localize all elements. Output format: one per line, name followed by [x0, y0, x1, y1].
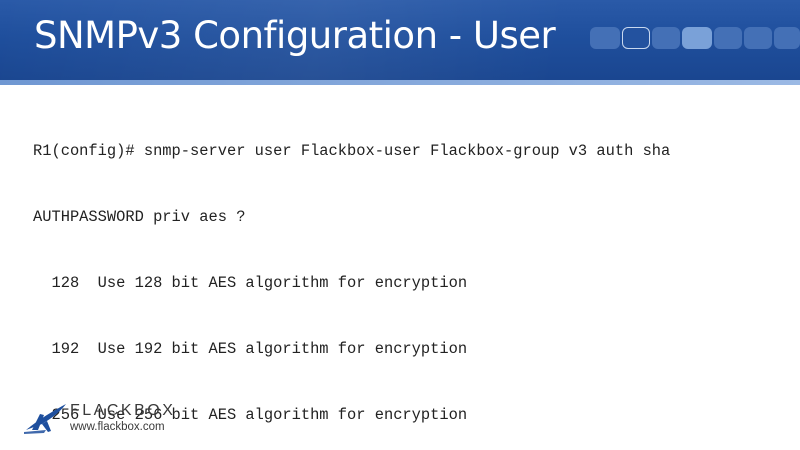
slide-title: SNMPv3 Configuration - User: [34, 14, 556, 57]
pager-dot-7: [774, 27, 800, 49]
airplane-logo-icon: [24, 404, 66, 434]
header-accent-strip: [0, 80, 800, 85]
slide-header: SNMPv3 Configuration - User: [0, 0, 800, 80]
pager-dot-2: [622, 27, 650, 49]
pager-dot-1: [590, 27, 620, 49]
cli-help-line-128: 128 Use 128 bit AES algorithm for encryp…: [33, 274, 468, 292]
pager-dot-3: [652, 27, 680, 49]
cli-command-continuation: AUTHPASSWORD priv aes ?: [33, 208, 246, 226]
pager-dot-5: [714, 27, 742, 49]
cli-output: R1(config)# snmp-server user Flackbox-us…: [33, 96, 773, 448]
flackbox-logo: FLACKBOX www.flackbox.com: [22, 400, 182, 436]
slide-pager: [590, 27, 800, 49]
cli-help-line-192: 192 Use 192 bit AES algorithm for encryp…: [33, 340, 468, 358]
logo-url: www.flackbox.com: [70, 421, 165, 433]
pager-dot-4-active: [682, 27, 712, 49]
logo-name: FLACKBOX: [70, 402, 176, 419]
cli-command-line: R1(config)# snmp-server user Flackbox-us…: [33, 142, 671, 160]
pager-dot-6: [744, 27, 772, 49]
cli-help-line-256: 256 Use 256 bit AES algorithm for encryp…: [33, 406, 468, 424]
